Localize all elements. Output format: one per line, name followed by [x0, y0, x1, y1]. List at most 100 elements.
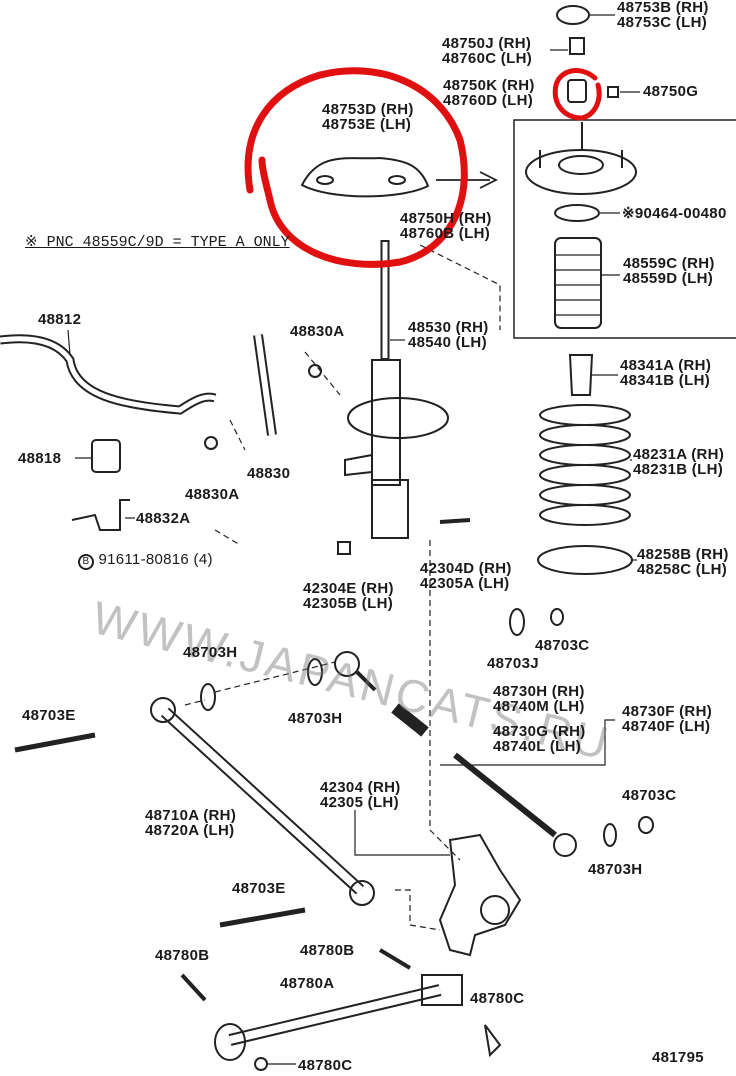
leader-line — [354, 810, 450, 856]
label-48730F: 48730F (RH)48740F (LH) — [622, 703, 712, 735]
bump-boot — [554, 237, 602, 329]
nut-48703C — [550, 608, 564, 626]
label-48780C-right: 48780C — [470, 990, 525, 1007]
bolt-48703E — [14, 732, 96, 753]
label-48730H: 48730H (RH)48740M (LH) — [493, 683, 585, 715]
label-48832A: 48832A — [136, 510, 191, 527]
label-48530: 48530 (RH)48540 (LH) — [408, 319, 489, 351]
label-48703C-top: 48703C — [535, 637, 590, 654]
label-48703E-bottom: 48703E — [232, 880, 286, 897]
label-48341A: 48341A (RH)48341B (LH) — [620, 357, 712, 389]
label-48830: 48830 — [247, 465, 291, 482]
lower-arm-bushing — [349, 880, 375, 906]
label-48703E-left: 48703E — [22, 707, 76, 724]
bolt-42304D — [439, 518, 471, 524]
nut-42304E — [337, 541, 351, 555]
dashed-guide — [184, 661, 336, 706]
strut-spring-seat — [347, 397, 449, 439]
nut-48830A — [204, 436, 218, 450]
dashed-guide — [395, 244, 501, 931]
label-48780A: 48780A — [280, 975, 335, 992]
nut-48830A — [308, 364, 322, 378]
label-48830A-bottom: 48830A — [185, 486, 240, 503]
coil-spring — [539, 404, 631, 526]
lower-arm-inner — [162, 709, 363, 893]
washer-48703H — [200, 683, 216, 711]
bolt-48730H — [355, 670, 377, 692]
bracket-48832A — [71, 499, 130, 531]
leader-line — [440, 719, 615, 766]
bushing — [91, 439, 121, 473]
label-48780B-right: 48780B — [300, 942, 355, 959]
toe-rod-end — [553, 833, 577, 857]
label-48258B: 48258B (RH)48258C (LH) — [637, 546, 729, 578]
strut-tab — [344, 454, 373, 477]
label-48753B: 48753B (RH)48753C (LH) — [617, 0, 709, 31]
label-91611: B 91611-80816 (4) — [78, 552, 213, 570]
label-48559C: 48559C (RH)48559D (LH) — [623, 255, 715, 287]
spring-insulator — [537, 545, 633, 575]
red-highlight-circle-small — [552, 68, 602, 121]
type-a-note: ※ PNC 48559C/9D = TYPE A ONLY — [25, 234, 290, 251]
label-42304D: 42304D (RH)42305A (LH) — [420, 560, 512, 592]
bolt-48703E — [219, 907, 306, 928]
label-90464: ※90464-00480 — [622, 205, 727, 222]
spring-upper-seat — [300, 156, 430, 198]
bushing-48730H — [334, 651, 360, 677]
nut — [569, 37, 585, 55]
strut-bracket — [371, 479, 409, 539]
washer-48703J — [509, 608, 525, 636]
bolt-48780B — [180, 973, 207, 1002]
collar — [567, 79, 587, 103]
seat-hole — [316, 175, 334, 185]
label-42304: 42304 (RH)42305 (LH) — [320, 779, 401, 811]
label-42304E: 42304E (RH)42305B (LH) — [303, 580, 394, 612]
label-48780B-left: 48780B — [155, 947, 210, 964]
label-48830A-top: 48830A — [290, 323, 345, 340]
label-48812: 48812 — [38, 311, 82, 328]
stabilizer-bar-inner — [0, 336, 216, 413]
trailing-arm-bracket — [421, 974, 463, 1006]
figure-number: 481795 — [652, 1049, 704, 1066]
trailing-arm-bushing — [214, 1023, 246, 1061]
label-48750K: 48750K (RH)48760D (LH) — [443, 77, 535, 109]
dashed-guide — [214, 351, 341, 546]
trailing-arm-inner — [229, 986, 441, 1044]
inset-box — [513, 119, 736, 339]
stabilizer-link-inner — [255, 334, 275, 436]
washer-48703H — [603, 823, 617, 847]
label-48780C-bottom: 48780C — [298, 1057, 353, 1074]
toe-rod — [453, 752, 557, 838]
label-48710A: 48710A (RH)48720A (LH) — [145, 807, 237, 839]
nut-48703C — [638, 816, 654, 834]
seat-hole — [388, 175, 406, 185]
leader-line — [67, 329, 71, 356]
label-48750H: 48750H (RH)48760B (LH) — [400, 210, 492, 242]
bearing — [554, 204, 600, 222]
bump-stopper — [568, 354, 594, 396]
label-48703J: 48703J — [487, 655, 539, 672]
label-48730G: 48730G (RH)48740L (LH) — [493, 723, 586, 755]
bolt-48780B — [378, 948, 412, 970]
sleeve-48730F — [391, 703, 429, 737]
knuckle-hub — [480, 895, 510, 925]
label-48750G: 48750G — [643, 83, 699, 100]
bolt-marker-b: B — [78, 554, 94, 570]
strut-body — [371, 359, 401, 486]
nut-48750G — [607, 86, 619, 98]
knuckle-42304 — [438, 833, 522, 957]
label-48703H-left: 48703H — [183, 644, 238, 661]
label-48703C-right: 48703C — [622, 787, 677, 804]
boot-ribs — [555, 254, 601, 316]
upper-mount — [525, 149, 637, 195]
label-48753D: 48753D (RH)48753E (LH) — [322, 101, 414, 133]
dust-cap — [556, 5, 590, 25]
label-48818: 48818 — [18, 450, 62, 467]
washer-48703H — [307, 658, 323, 686]
nut-48780C — [254, 1057, 268, 1071]
upper-mount-inner — [558, 155, 604, 175]
red-highlight-circle-large — [244, 67, 468, 268]
label-48231A: 48231A (RH)48231B (LH) — [633, 446, 725, 478]
bolt-48780C — [484, 1024, 502, 1058]
